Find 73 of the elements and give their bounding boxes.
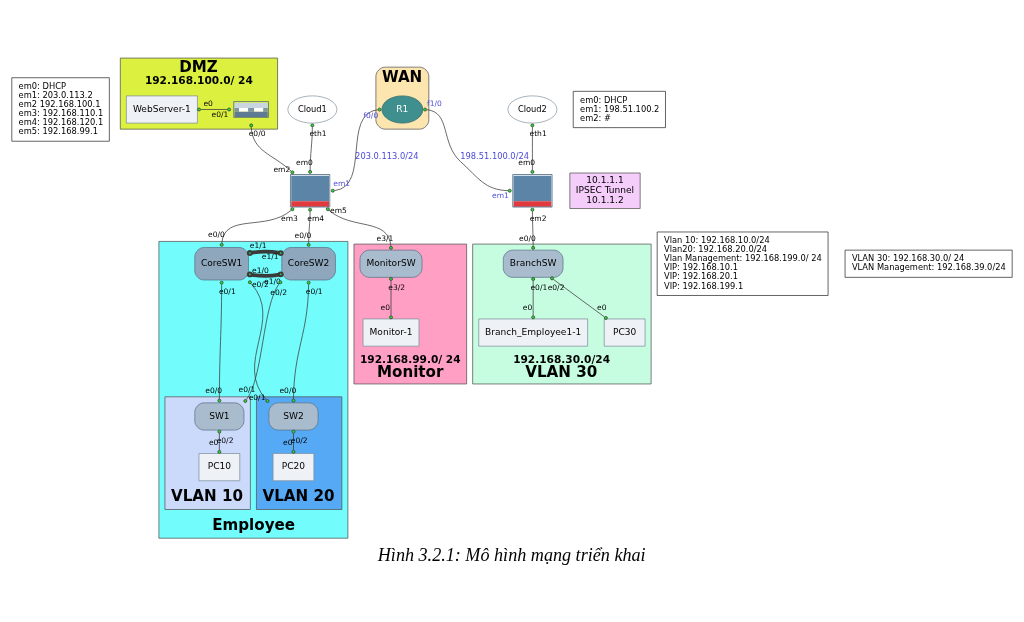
node-label: e3/2 (388, 283, 406, 293)
node-label: em1 (492, 191, 509, 201)
node-box: Vlan 10: 192.168.10.0/24 Vlan20: 192.168.20.0/24 Vlan Management: 192.168.199.0/ 24 VIP: 192.168.10.1 VIP: 192.168.20.1 VIP: 192.168.199.1 (656, 231, 829, 296)
connector (389, 277, 393, 320)
node-label: e0 (203, 98, 213, 108)
node-box: Branch_Employee1-1 (478, 318, 588, 347)
connector (217, 280, 224, 403)
connector (291, 429, 296, 454)
node-box: SW1 (194, 402, 245, 431)
connector (246, 271, 284, 278)
connector (308, 123, 315, 174)
node-label: e1/0 (251, 265, 269, 275)
node-box: SW2 (268, 402, 319, 431)
connector (530, 207, 536, 250)
connector (243, 280, 283, 403)
node-box: em0: DHCP em1: 198.51.100.2 em2: # (572, 90, 666, 128)
node-label: e0/0 (205, 386, 223, 396)
node-label: eth1 (529, 129, 547, 139)
node-label: em0 (296, 157, 313, 167)
node-ellipse: Cloud2 (507, 95, 558, 124)
node-box: VLAN 30: 192.168.30.0/ 24 VLAN Management: 192.168.39.0/24 (844, 249, 1013, 278)
node-box: 10.1.1.1 IPSEC Tunnel 10.1.1.2 (569, 172, 641, 209)
node-label: e0/0 (519, 233, 536, 243)
connector (246, 249, 284, 257)
connector (306, 207, 312, 247)
node-label: eth1 (309, 129, 327, 139)
connector (330, 107, 382, 193)
node-ellipse: R1 (381, 95, 424, 124)
node-label: e0/1 (211, 110, 229, 120)
node-label: e1/1 (249, 240, 267, 250)
node-label: e0 (522, 303, 533, 313)
node-box: BranchSW (502, 249, 564, 278)
node-label: e0 (380, 303, 391, 313)
node-label: e0/0 (279, 386, 297, 396)
node-label: e0/2 (547, 283, 565, 293)
node-box: CoreSW1 (194, 247, 249, 281)
node-label: e3/1 (376, 233, 394, 243)
node-label: em3 (281, 214, 298, 224)
node-label: em2 (529, 213, 547, 223)
connector (217, 429, 222, 454)
node-label: e0 (597, 302, 607, 312)
node-box: Monitor-1 (362, 318, 420, 347)
node-box: PC20 (272, 453, 315, 482)
node-box: MonitorSW (359, 249, 423, 278)
node-label: em4 (307, 213, 325, 223)
node-box: CoreSW2 (281, 247, 336, 281)
node-label: e1/1 (261, 251, 279, 261)
caption: Hình 3.2.1: Mô hình mạng triển khai (377, 545, 646, 566)
connector (248, 280, 270, 403)
connector (219, 207, 295, 247)
connector (291, 280, 311, 403)
connector (423, 107, 512, 193)
node-label: e0/0 (208, 230, 225, 240)
connector (530, 123, 535, 174)
connector (197, 107, 231, 112)
node-label: e0/0 (294, 230, 312, 240)
node-label: e0/1 (218, 286, 236, 296)
connector (249, 123, 295, 175)
node-box: PC10 (198, 453, 241, 482)
node-label: e0/0 (248, 129, 266, 139)
node-label: em5 (330, 206, 347, 216)
node-box: em0: DHCP em1: 203.0.113.2 em2 192.168.100.1 em3: 192.168.110.1 em4: 192.168.120.1 em5: 192.168.99.1 (11, 77, 110, 142)
node-label: e0/1 (530, 283, 548, 293)
node-ellipse: Cloud1 (287, 95, 338, 124)
node-box: WebServer-1 (126, 95, 198, 124)
node-label: e0/1 (248, 393, 266, 403)
node-label: e0/2 (270, 287, 288, 297)
node-label: e0/1 (238, 385, 256, 395)
node-label: e0/1 (305, 286, 323, 296)
connector (531, 277, 536, 320)
connector (550, 276, 608, 320)
node-label: em2 (273, 164, 291, 174)
connector (325, 207, 393, 250)
